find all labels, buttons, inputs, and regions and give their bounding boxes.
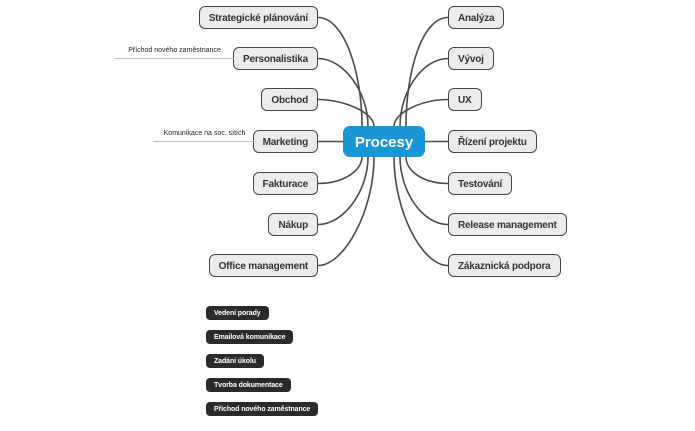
connector-path [317,156,363,185]
node-strategicke-planovani[interactable]: Strategické plánování [198,6,318,29]
node-obchod[interactable]: Obchod [261,88,318,111]
tag-zadani-ukolu[interactable]: Zadání úkolu [206,354,264,368]
node-vyvoj[interactable]: Vývoj [448,47,494,70]
annotation-prichod-noveho-zamestnance[interactable]: Příchod nového zaměstnance [115,47,234,59]
node-fakturace[interactable]: Fakturace [252,172,318,195]
connector-path [393,156,449,267]
tag-vedeni-porady[interactable]: Vedení porady [206,306,269,320]
connector-path [317,16,363,127]
connector-path [393,98,449,127]
node-office-management[interactable]: Office management [208,254,318,277]
connector-path [317,156,375,267]
node-nakup[interactable]: Nákup [268,213,318,236]
node-release-management[interactable]: Release management [448,213,567,236]
node-ux[interactable]: UX [448,88,482,111]
connector-path [317,57,369,127]
connector-path [317,98,375,127]
tag-tvorba-dokumentace[interactable]: Tvorba dokumentace [206,378,291,392]
node-rizeni-projektu[interactable]: Řízení projektu [448,130,537,153]
connector-path [399,57,449,127]
tag-list: Vedení porady Emailová komunikace Zadání… [206,306,319,416]
node-testovani[interactable]: Testování [448,172,513,195]
node-marketing[interactable]: Marketing [252,130,318,153]
node-personalistika[interactable]: Personalistika [232,47,318,70]
tag-emailova-komunikace[interactable]: Emailová komunikace [206,330,294,344]
connector-path [405,156,449,185]
annotation-komunikace-na-soc-sitich[interactable]: Komunikace na soc. sítích [153,130,256,142]
connector-path [317,156,369,226]
node-zakaznicka-podpora[interactable]: Zákaznická podpora [448,254,561,277]
connector-path [405,16,449,127]
root-node-procesy[interactable]: Procesy [343,126,425,157]
node-analyza[interactable]: Analýza [448,6,505,29]
connector-path [399,156,449,226]
tag-prichod-noveho-zamestnance[interactable]: Příchod nového zaměstnance [206,402,319,416]
